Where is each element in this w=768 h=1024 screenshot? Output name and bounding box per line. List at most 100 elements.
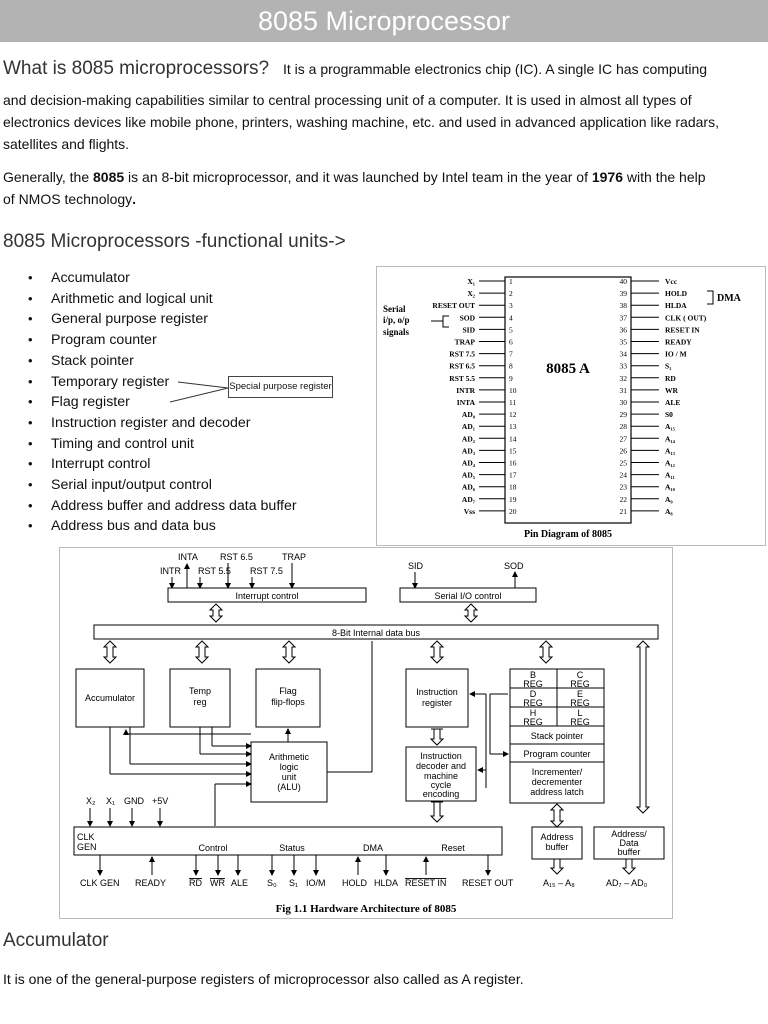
sig-wr: WR: [210, 878, 225, 888]
general-bold-year: 1976: [591, 169, 624, 185]
reg-d-sub: REG: [523, 698, 543, 708]
reg-h-sub: REG: [523, 717, 543, 727]
right-pin-number: 35: [620, 338, 628, 347]
left-pin-name: RST 7.5: [449, 350, 475, 359]
left-pin-name: AD₆: [462, 483, 476, 492]
right-pin-name: A₁₂: [665, 459, 676, 468]
architecture-caption: Fig 1.1 Hardware Architecture of 8085: [276, 903, 457, 915]
dec-line5: encoding: [423, 789, 460, 799]
right-pin-name: Vcc: [665, 277, 678, 286]
right-pin-name: A₁₄: [665, 434, 676, 443]
reg-e: E: [577, 689, 583, 699]
intro-heading: What is 8085 microprocessors?: [3, 58, 270, 79]
left-pin-number: 2: [509, 289, 513, 298]
accumulator-heading: Accumulator: [3, 930, 109, 951]
chip-outline: [504, 276, 632, 524]
right-pin-name: RD: [665, 374, 676, 383]
architecture-svg: INTA RST 6.5 TRAP INTR RST 5.5 RST 7.5 S…: [73, 552, 665, 915]
left-pin-name: AD₅: [462, 471, 476, 480]
left-pin-name: SOD: [460, 313, 476, 322]
list-item: Arithmetic and logical unit: [28, 289, 297, 310]
adbuf-line2: Data: [619, 838, 638, 848]
general-text-end: with the help: [623, 169, 706, 185]
flag-label: Flag: [279, 686, 297, 696]
pin-diagram-caption: Pin Diagram of 8085: [524, 529, 612, 540]
serial-control-block: [399, 587, 537, 603]
right-pin-number: 27: [620, 434, 628, 443]
sig-intr: INTR: [160, 566, 181, 576]
sig-sid: SID: [408, 561, 424, 571]
list-item: Accumulator: [28, 268, 297, 289]
left-pin-number: 12: [509, 410, 517, 419]
reg-c: C: [577, 670, 584, 680]
list-item: General purpose register: [28, 309, 297, 330]
list-item: Address buffer and address data buffer: [28, 496, 297, 517]
page-banner-title: 8085 Microprocessor: [0, 0, 768, 42]
sig-iom: IO/M: [306, 878, 326, 888]
accumulator-text: It is one of the general-purpose registe…: [3, 971, 524, 987]
sig-rst55: RST 5.5: [198, 566, 231, 576]
alu-block: [250, 741, 328, 803]
sig-rd: RD: [189, 878, 202, 888]
left-pin-number: 1: [509, 277, 513, 286]
clkgen-line2: GEN: [77, 842, 97, 852]
dec-line1: Instruction: [420, 751, 462, 761]
list-item: Stack pointer: [28, 351, 297, 372]
architecture-figure: INTA RST 6.5 TRAP INTR RST 5.5 RST 7.5 S…: [59, 547, 673, 919]
right-pin-name: ALE: [665, 398, 680, 407]
left-pin-number: 11: [509, 398, 516, 407]
left-pin-name: INTR: [456, 386, 475, 395]
ir-line1: Instruction: [416, 687, 458, 697]
program-counter-label: Program counter: [523, 749, 590, 759]
right-pin-number: 24: [620, 471, 628, 480]
reg-e-sub: REG: [570, 698, 590, 708]
instruction-register-block: [405, 668, 469, 728]
stack-pointer-label: Stack pointer: [531, 731, 584, 741]
right-pin-name: A₁₀: [665, 483, 676, 492]
right-pin-number: 31: [620, 386, 628, 395]
right-pin-number: 37: [620, 313, 628, 322]
right-pin-name: A₁₅: [665, 422, 676, 431]
left-pin-number: 9: [509, 374, 513, 383]
right-pin-name: READY: [665, 338, 692, 347]
sig-resetout: RESET OUT: [462, 878, 514, 888]
left-pin-name: SID: [462, 325, 475, 334]
list-item: Temporary register: [28, 372, 297, 393]
right-pin-number: 22: [620, 495, 628, 504]
group-reset: Reset: [441, 843, 465, 853]
left-pin-number: 20: [509, 507, 517, 516]
right-pin-number: 39: [620, 289, 628, 298]
alu-line3: unit: [282, 772, 297, 782]
general-line-2: of NMOS technology.: [3, 188, 765, 210]
list-item: Serial input/output control: [28, 475, 297, 496]
special-purpose-register-callout: Special purpose register: [228, 376, 333, 398]
right-pin-number: 25: [620, 459, 628, 468]
general-bold-8085: 8085: [93, 169, 125, 185]
alu-line1: Arithmetic: [269, 752, 310, 762]
sig-s1: S₁: [289, 878, 298, 888]
right-pin-number: 36: [620, 325, 628, 334]
left-pin-number: 4: [509, 313, 513, 322]
intro-line-4: satellites and flights.: [3, 136, 130, 152]
list-item: Timing and control unit: [28, 434, 297, 455]
addrbuf-line1: Address: [540, 832, 574, 842]
group-dma: DMA: [363, 843, 383, 853]
general-line-1: Generally, the 8085 is an 8-bit micropro…: [3, 166, 765, 188]
flipflops-label: flip-flops: [271, 697, 305, 707]
right-pin-name: S₁: [665, 362, 671, 371]
dec-line3: machine: [424, 771, 458, 781]
sig-trap: TRAP: [282, 552, 306, 562]
left-pin-number: 10: [509, 386, 517, 395]
internal-data-bus: [93, 624, 659, 640]
dma-bracket: [707, 290, 714, 305]
left-pin-name: INTA: [457, 398, 476, 407]
chip-label: 8085 A: [546, 361, 590, 377]
left-pin-name: AD₁: [462, 422, 475, 431]
left-pin-name: AD₃: [462, 446, 476, 455]
right-pin-name: S0: [665, 410, 673, 419]
left-pin-number: 3: [509, 301, 513, 310]
left-pin-number: 16: [509, 459, 517, 468]
right-pin-number: 38: [620, 301, 628, 310]
left-pin-number: 17: [509, 471, 517, 480]
ir-line2: register: [422, 698, 452, 708]
